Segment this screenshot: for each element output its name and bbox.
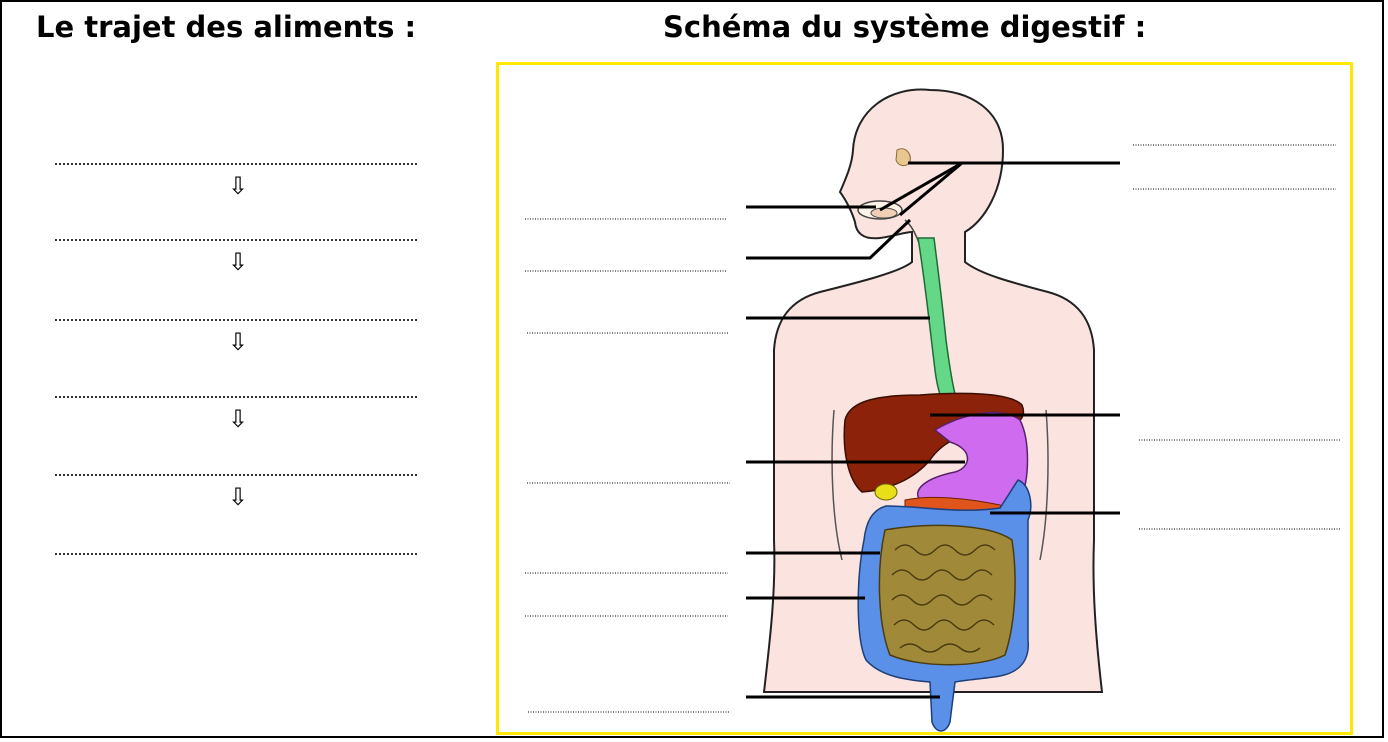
gallbladder [875,484,897,500]
tongue [871,208,897,218]
